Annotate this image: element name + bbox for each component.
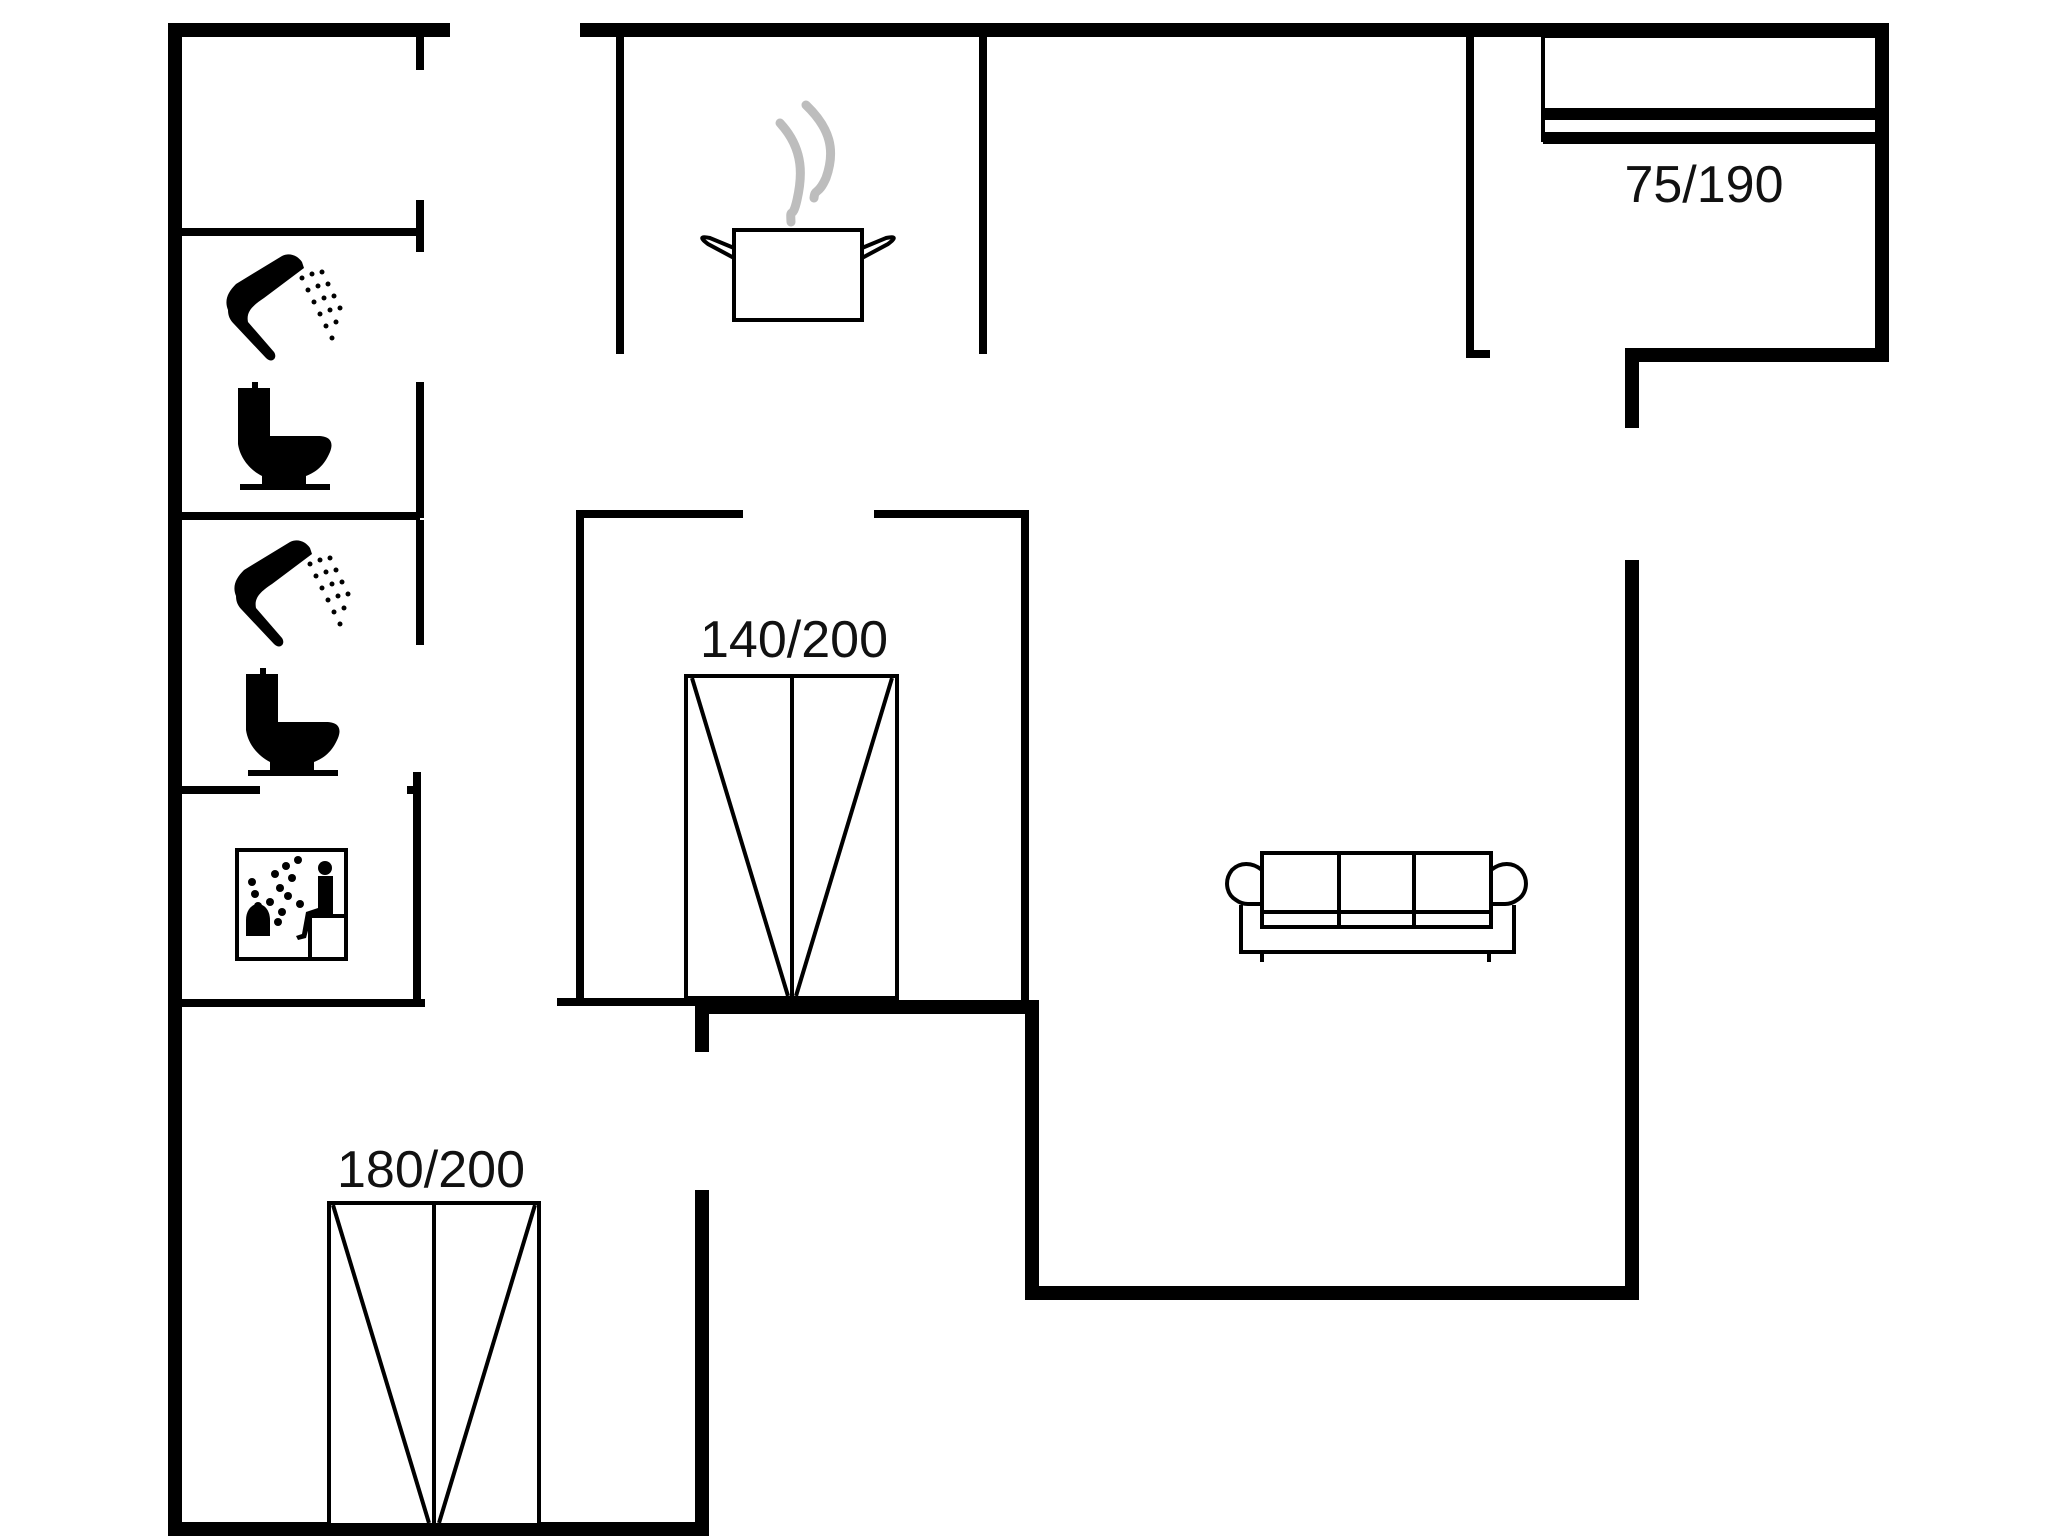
bathroom-2-toilet-icon — [246, 668, 340, 776]
sofa-arm-right — [1489, 862, 1528, 906]
double-bed-bottom-diag-left — [331, 1204, 431, 1524]
double-bed-center: 140/200 — [684, 611, 899, 1000]
steam-left — [775, 118, 805, 227]
sofa-base — [1239, 905, 1516, 954]
shower-handle — [226, 254, 304, 361]
pot-handle-left — [700, 235, 736, 262]
single-bed: 75/190 — [1541, 34, 1879, 214]
shower-spray — [299, 269, 343, 341]
sofa-arm-left — [1225, 862, 1264, 906]
single-bed-label: 75/190 — [1624, 156, 1783, 214]
sofa-icon — [1225, 851, 1528, 962]
sauna-person-head — [318, 861, 332, 875]
double-bed-center-diag-left — [690, 677, 790, 997]
double-bed-center-label: 140/200 — [700, 611, 888, 669]
sauna-icon — [235, 848, 348, 961]
single-bed-frame — [1541, 34, 1879, 142]
pot-body — [732, 228, 864, 322]
sauna-stove — [246, 904, 270, 936]
bathroom-1-toilet-icon — [238, 382, 332, 490]
pot-handle-right — [860, 235, 896, 262]
single-bed-rail-1 — [1543, 108, 1877, 120]
double-bed-bottom-label: 180/200 — [337, 1141, 525, 1199]
bathroom-1-shower-icon — [226, 254, 343, 361]
single-bed-rail-2 — [1543, 132, 1877, 144]
steam-right — [801, 100, 836, 203]
outer-walls — [168, 23, 1889, 1536]
bathroom-2-shower-icon — [234, 540, 351, 647]
sauna-person-body — [296, 876, 333, 940]
double-bed-center-diag-right — [794, 677, 894, 997]
double-bed-bottom: 180/200 — [327, 1141, 541, 1527]
sofa-back — [1260, 851, 1493, 929]
inner-walls — [180, 36, 1490, 1007]
wall-single-room-left — [1466, 36, 1490, 358]
cooking-pot-icon — [700, 100, 896, 322]
sauna-steam-dots — [248, 856, 304, 926]
double-bed-bottom-diag-right — [437, 1204, 537, 1524]
